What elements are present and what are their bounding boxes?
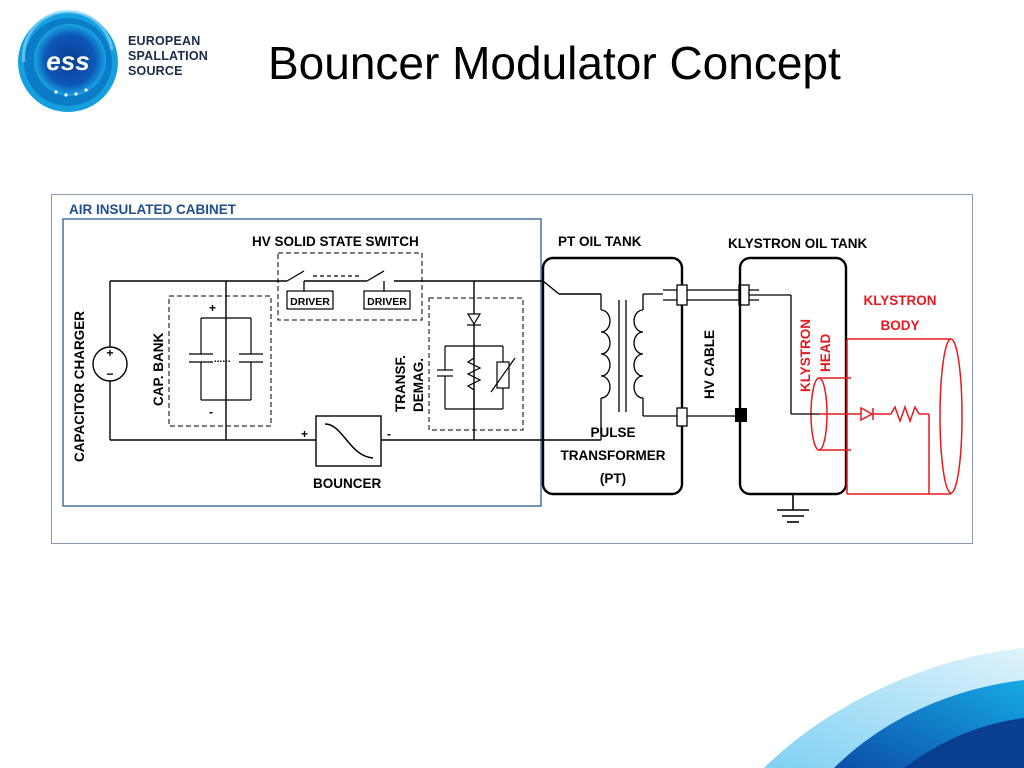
klystron-head-label-2: HEAD [818,333,833,372]
klystron-body-label-2: BODY [880,318,919,333]
hv-cable-icon [663,284,792,427]
transf-demag-box [428,297,524,431]
cap-bank-label: CAP. BANK [151,332,166,406]
hv-solid-state-switch-label: HV SOLID STATE SWITCH [252,234,419,249]
hv-cable-label: HV CABLE [702,330,717,399]
logo-text: EUROPEAN SPALLATION SOURCE [128,34,208,79]
cap-bank-plus: + [209,301,216,315]
diagram-frame [51,194,973,544]
capacitor-charger-source-icon [92,346,128,382]
bouncer-label: BOUNCER [313,476,382,491]
logo-line-3: SOURCE [128,64,183,78]
cap-bank-minus: - [209,405,213,419]
main-wires [109,280,601,441]
bouncer-minus: - [387,427,391,441]
bouncer-curve-icon [324,423,374,459]
ground-icon [777,494,809,523]
cap-bank-box [168,295,272,427]
klystron-icon [810,338,963,495]
transf-demag-label-1: TRANSF. [393,355,408,412]
driver-1-box [286,290,334,310]
logo-line-1: EUROPEAN [128,34,201,48]
bouncer-plus: + [301,427,308,441]
cap-bank-dots: ...... [214,354,231,365]
klystron-oil-tank-box [738,256,848,496]
pulse-transformer-label-2: TRANSFORMER [561,448,666,463]
cap-bank-capacitors-icon [189,317,263,401]
klystron-body-label-1: KLYSTRON [863,293,936,308]
switch-icon [286,270,385,291]
pulse-transformer-label-1: PULSE [590,425,635,440]
klystron-head-label-1: KLYSTRON [798,319,813,392]
driver-2-box [363,290,411,310]
pt-oil-tank-label: PT OIL TANK [558,234,642,249]
capacitor-charger-label: CAPACITOR CHARGER [72,311,87,462]
air-insulated-cabinet-label: AIR INSULATED CABINET [69,202,237,217]
charger-minus: − [106,367,113,381]
logo-mark: ess [46,46,89,76]
driver-1-label: DRIVER [290,296,330,308]
logo-line-2: SPALLATION [128,49,209,63]
page-title: Bouncer Modulator Concept [268,37,841,89]
demag-network-icon [437,313,516,410]
transf-demag-label-2: DEMAG. [411,358,426,412]
circuit-diagram: AIR INSULATED CABINET CAPACITOR CHARGER … [62,202,963,523]
charger-plus: + [106,346,113,360]
pulse-transformer-label-3: (PT) [600,471,626,486]
driver-2-label: DRIVER [367,296,407,308]
pulse-transformer-icon [600,293,677,440]
corner-swoosh-icon [764,648,1024,768]
ess-logo-icon: ess [18,10,118,112]
klystron-oil-tank-label: KLYSTRON OIL TANK [728,236,868,251]
hv-switch-box [277,252,423,321]
air-insulated-cabinet-box [62,218,542,507]
